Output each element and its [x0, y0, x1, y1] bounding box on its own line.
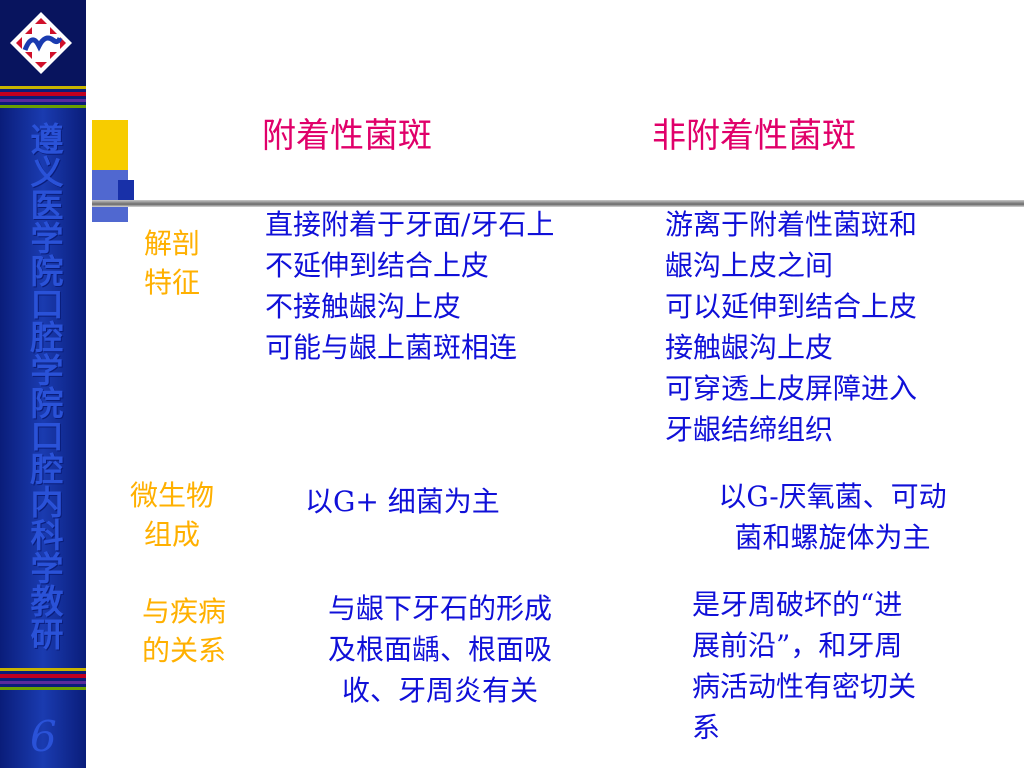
label-line: 特征 [143, 266, 200, 299]
decor-dark-blue-block [118, 180, 134, 206]
cell-disease-attached: 与龈下牙石的形成 及根面龋、根面吸 收、牙周炎有关 [300, 588, 580, 711]
header-unattached-plaque: 非附着性菌斑 [652, 116, 856, 156]
text-line: 病活动性有密切关 [692, 670, 917, 703]
cell-anatomy-unattached: 游离于附着性菌斑和 龈沟上皮之间 可以延伸到结合上皮 接触龈沟上皮 可穿透上皮屏… [665, 204, 917, 450]
label-line: 与疾病 [141, 595, 226, 628]
text-line: 菌和螺旋体为主 [734, 521, 931, 554]
sidebar-stripes-bottom [0, 668, 86, 690]
decor-yellow-block [92, 120, 128, 170]
text-line: 展前沿”，和牙周 [692, 629, 903, 662]
sidebar: 遵义医学院口腔学院口腔内科学教研室 6 [0, 0, 86, 768]
text-line: 游离于附着性菌斑和 [665, 208, 918, 241]
text-line: 及根面龋、根面吸 [327, 633, 552, 666]
cell-disease-unattached: 是牙周破坏的“进 展前沿”，和牙周 病活动性有密切关 系 [692, 584, 916, 748]
label-line: 的关系 [141, 634, 226, 667]
page-number: 6 [30, 712, 57, 761]
label-line: 解剖 [143, 227, 200, 260]
row-label-microbes: 微生物 组成 [122, 476, 222, 554]
cell-anatomy-attached: 直接附着于牙面/牙石上 不延伸到结合上皮 不接触龈沟上皮 可能与龈上菌斑相连 [265, 204, 554, 368]
row-label-anatomy: 解剖 特征 [130, 224, 214, 302]
text-line: 龈沟上皮之间 [665, 249, 834, 282]
text-line: 系 [692, 711, 721, 744]
text-line: 直接附着于牙面/牙石上 [265, 208, 555, 241]
text-line: 是牙周破坏的“进 [692, 588, 903, 621]
logo-box [0, 0, 86, 86]
text-line: 接触龈沟上皮 [665, 331, 834, 364]
label-line: 组成 [143, 518, 200, 551]
label-line: 微生物 [129, 479, 214, 512]
row-label-disease: 与疾病 的关系 [124, 592, 244, 670]
text-line: 可能与龈上菌斑相连 [265, 331, 518, 364]
sidebar-vertical-text: 遵义医学院口腔学院口腔内科学教研室 [25, 122, 64, 650]
text-line: 牙龈结缔组织 [665, 413, 834, 446]
cell-microbes-unattached: 以G-厌氧菌、可动 菌和螺旋体为主 [690, 476, 975, 558]
text-line: 收、牙周炎有关 [341, 674, 538, 707]
sidebar-stripes-top [0, 86, 86, 108]
text-line: 可穿透上皮屏障进入 [665, 372, 918, 405]
text-line: 以G+ 细菌为主 [305, 485, 500, 518]
text-line: 与龈下牙石的形成 [327, 592, 552, 625]
text-line: 可以延伸到结合上皮 [665, 290, 918, 323]
text-line: 以G-厌氧菌、可动 [718, 480, 947, 513]
medical-cross-logo-icon [10, 12, 72, 74]
text-line: 不延伸到结合上皮 [265, 249, 490, 282]
header-divider [92, 200, 1024, 207]
text-line: 不接触龈沟上皮 [265, 290, 462, 323]
header-attached-plaque: 附着性菌斑 [262, 116, 432, 156]
cell-microbes-attached: 以G+ 细菌为主 [305, 481, 500, 522]
